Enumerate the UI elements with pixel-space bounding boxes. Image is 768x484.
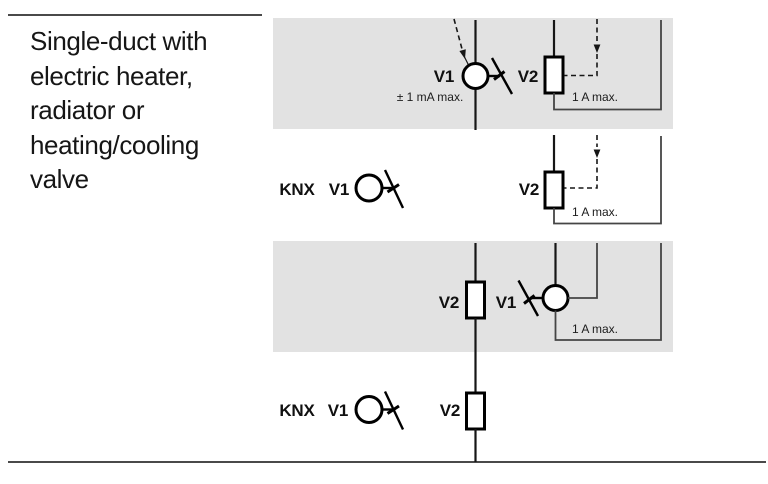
- diagram-knx-valve: KNX V1 V2: [279, 361, 486, 462]
- knx-label: KNX: [279, 401, 315, 420]
- v2-label: V2: [439, 293, 459, 312]
- control-signal-dashed: [453, 18, 463, 50]
- valve-actuator-symbol: [354, 395, 384, 424]
- knx-label: KNX: [279, 180, 315, 199]
- control-arrowhead: [593, 44, 601, 53]
- title-line-5: valve: [30, 164, 89, 194]
- electric-heater-symbol: [465, 280, 486, 320]
- electric-heater-symbol: [543, 55, 565, 95]
- control-signal-dashed: [564, 54, 598, 77]
- valve-tick: [523, 294, 536, 305]
- title-line-1: Single-duct with: [30, 26, 208, 56]
- power-loop-wire: [554, 243, 662, 341]
- valve-tick: [386, 183, 400, 194]
- v2-label: V2: [519, 180, 539, 199]
- v1-label: V1: [329, 180, 349, 199]
- v2-rating-label: 1 A max.: [572, 90, 618, 104]
- title-line-3: radiator or: [30, 95, 145, 125]
- v1-rating-label: ± 1 mA max.: [397, 90, 464, 104]
- diagram-knx-heater: KNX V1 V2 1 A max.: [279, 135, 662, 225]
- valve-blade: [517, 279, 540, 317]
- control-signal-link: [463, 55, 470, 66]
- v1-label: V1: [434, 67, 454, 86]
- v1-rating-label: 1 A max.: [572, 322, 618, 336]
- valve-actuator-symbol: [354, 173, 384, 203]
- valve-tick: [386, 404, 400, 415]
- electric-heater-symbol: [465, 391, 486, 431]
- electric-heater-symbol: [543, 170, 565, 210]
- power-loop-wire: [553, 136, 662, 225]
- title-line-4: heating/cooling: [30, 129, 199, 160]
- application-title: Single-duct with electric heater, radiat…: [30, 24, 265, 197]
- v1-label: V1: [496, 293, 516, 312]
- diagram-mains-valve: V2 V1 1 A max.: [439, 243, 662, 362]
- valve-tick: [493, 70, 506, 81]
- actuator-supply-wire: [568, 243, 598, 299]
- v2-rating-label: 1 A max.: [572, 205, 618, 219]
- title-line-2: electric heater,: [30, 60, 193, 91]
- v2-label: V2: [518, 67, 538, 86]
- control-arrowhead: [593, 149, 601, 158]
- valve-actuator-symbol: [461, 62, 490, 90]
- v2-label: V2: [440, 401, 460, 420]
- control-signal-dashed: [564, 159, 598, 189]
- diagram-mains-heater: V1 ± 1 mA max. V2 1 A max.: [397, 18, 662, 130]
- valve-actuator-symbol: [541, 284, 570, 312]
- valve-blade: [490, 57, 514, 95]
- power-loop-wire: [553, 20, 662, 111]
- v1-label: V1: [328, 401, 348, 420]
